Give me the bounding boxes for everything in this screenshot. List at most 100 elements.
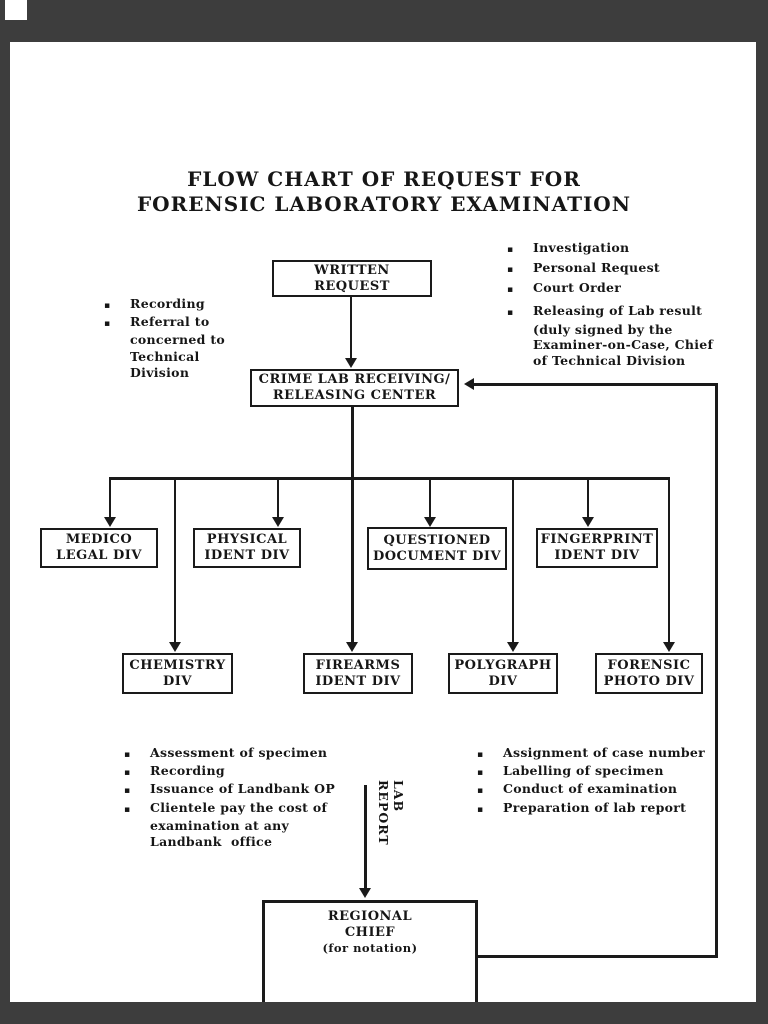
bullet-text: Landbank office <box>150 834 273 850</box>
bullet-text: examination at any <box>150 817 290 833</box>
bullet-text: Labelling of specimen <box>503 763 664 779</box>
node-label: REQUEST <box>314 278 390 294</box>
connector-written-to-crimelab <box>350 297 352 359</box>
connector-feedback-right <box>715 384 718 958</box>
bullet-text: Examiner-on-Case, Chief <box>533 337 714 352</box>
arrowhead-down-icon <box>169 642 181 652</box>
node-label: IDENT DIV <box>315 673 401 689</box>
bullet-line: ▪Personal Request <box>507 259 660 279</box>
node-label: LEGAL DIV <box>56 548 142 563</box>
node-label: MEDICO <box>65 532 133 547</box>
node-polygraph-div: POLYGRAPH DIV <box>448 653 558 694</box>
bullet-text: Releasing of Lab result <box>533 303 703 318</box>
node-label: IDENT DIV <box>204 548 290 563</box>
page-title: FLOW CHART OF REQUEST FOR FORENSIC LABOR… <box>0 167 768 217</box>
bullet-line: (duly signed by the <box>507 322 713 338</box>
viewer-frame-left <box>0 42 10 1002</box>
bullet-marker: ▪ <box>124 768 131 779</box>
arrowhead-down-icon <box>663 642 675 652</box>
bullet-marker: ▪ <box>477 786 484 797</box>
bullet-line: ▪Labelling of specimen <box>477 763 705 781</box>
bullet-line: of Technical Division <box>507 353 713 369</box>
bullet-text: Recording <box>150 763 225 779</box>
bullet-line: ▪Clientele pay the cost of <box>124 800 335 818</box>
annotation-bottom-right: ▪Assignment of case number▪Labelling of … <box>477 745 705 818</box>
connector-bus-to-questioned <box>429 477 431 518</box>
connector-feedback-top <box>474 383 718 386</box>
arrowhead-down-icon <box>359 888 371 898</box>
bullet-line: Examiner-on-Case, Chief <box>507 337 713 353</box>
connector-bus-to-polygraph <box>512 477 514 643</box>
node-regional-chief: REGIONAL CHIEF (for notation) <box>262 900 478 1015</box>
bullet-marker: ▪ <box>477 804 484 815</box>
bullet-line: ▪Issuance of Landbank OP <box>124 781 335 799</box>
node-chemistry-div: CHEMISTRY DIV <box>122 653 233 694</box>
node-label: QUESTIONED <box>383 532 491 548</box>
bullet-line: ▪Preparation of lab report <box>477 800 705 818</box>
connector-bus-to-fingerprint <box>587 477 589 518</box>
node-label: FIREARMS <box>315 657 401 673</box>
annotation-bottom-left: ▪Assessment of specimen▪Recording▪Issuan… <box>124 745 335 850</box>
bullet-line: Technical <box>104 349 225 365</box>
bullet-line: ▪Investigation <box>507 239 660 259</box>
bullet-marker: ▪ <box>507 245 514 255</box>
node-label: CHEMISTRY <box>129 657 226 673</box>
bullet-text: of Technical Division <box>533 352 686 368</box>
bullet-line: ▪ Recording <box>124 763 335 781</box>
node-label: DIV <box>163 673 192 689</box>
bullet-text: concerned to <box>130 332 226 348</box>
arrowhead-left-icon <box>464 378 474 390</box>
lab-report-label: LAB REPORT <box>376 780 406 846</box>
bullet-text: Conduct of examination <box>503 781 678 797</box>
node-label: DIV <box>488 673 518 689</box>
node-sublabel: (for notation) <box>322 941 418 955</box>
bullet-text: Assignment of case number <box>503 745 706 760</box>
arrowhead-down-icon <box>345 358 357 368</box>
bullet-line: ▪ Recording <box>104 296 225 314</box>
connector-bus-to-medico <box>109 477 111 518</box>
node-firearms-ident-div: FIREARMS IDENT DIV <box>303 653 413 694</box>
bullet-line: ▪Assignment of case number <box>477 745 705 763</box>
bullet-marker: ▪ <box>507 285 514 295</box>
node-fingerprint-ident-div: FINGERPRINT IDENT DIV <box>536 528 658 568</box>
bullet-line: ▪ Court Order <box>507 279 660 299</box>
arrowhead-down-icon <box>582 517 594 527</box>
bullet-line: ▪Referral to <box>104 314 225 332</box>
node-label: IDENT DIV <box>554 548 640 563</box>
connector-labreport-to-regional-chief <box>364 785 367 889</box>
bullet-text: Referral to <box>130 314 210 330</box>
bullet-line: Division <box>104 365 225 381</box>
viewer-frame-right <box>756 42 768 1002</box>
bullet-line: concerned to <box>104 332 225 348</box>
arrowhead-down-icon <box>346 642 358 652</box>
bullet-text: Court Order <box>533 280 622 295</box>
node-crime-lab-receiving-releasing-center: CRIME LAB RECEIVING/ RELEASING CENTER <box>250 369 459 407</box>
node-written-request: WRITTEN REQUEST <box>272 260 432 297</box>
page-title-line1: FLOW CHART OF REQUEST FOR <box>187 167 581 191</box>
connector-bus-to-physical <box>277 477 279 518</box>
connector-bus-horizontal <box>109 477 670 480</box>
bullet-line: ▪Assessment of specimen <box>124 745 335 763</box>
bullet-text: Issuance of Landbank OP <box>150 781 336 797</box>
bullet-text: Assessment of specimen <box>150 745 328 760</box>
bullet-text: (duly signed by the <box>533 321 673 337</box>
connector-feedback-bottom <box>477 955 718 958</box>
bullet-marker: ▪ <box>507 265 514 275</box>
annotation-top-right-releasing: ▪Releasing of Lab result(duly signed by … <box>507 303 713 368</box>
bullet-marker: ▪ <box>104 301 111 311</box>
node-label: FINGERPRINT <box>540 532 654 547</box>
bullet-marker: ▪ <box>124 804 131 815</box>
node-label: REGIONAL <box>327 909 413 924</box>
annotation-top-right-sources: ▪Investigation▪Personal Request▪Court Or… <box>507 239 660 299</box>
viewer-frame-top <box>0 0 768 42</box>
viewer-page-corner <box>5 0 27 20</box>
node-label: DOCUMENT DIV <box>372 548 502 564</box>
arrowhead-down-icon <box>507 642 519 652</box>
bullet-text: Recording <box>130 296 205 311</box>
connector-bus-to-forensic-photo <box>668 477 670 643</box>
node-label: WRITTEN <box>314 262 390 278</box>
connector-crimelab-to-firearms <box>351 407 354 643</box>
bullet-text: Division <box>130 364 190 380</box>
